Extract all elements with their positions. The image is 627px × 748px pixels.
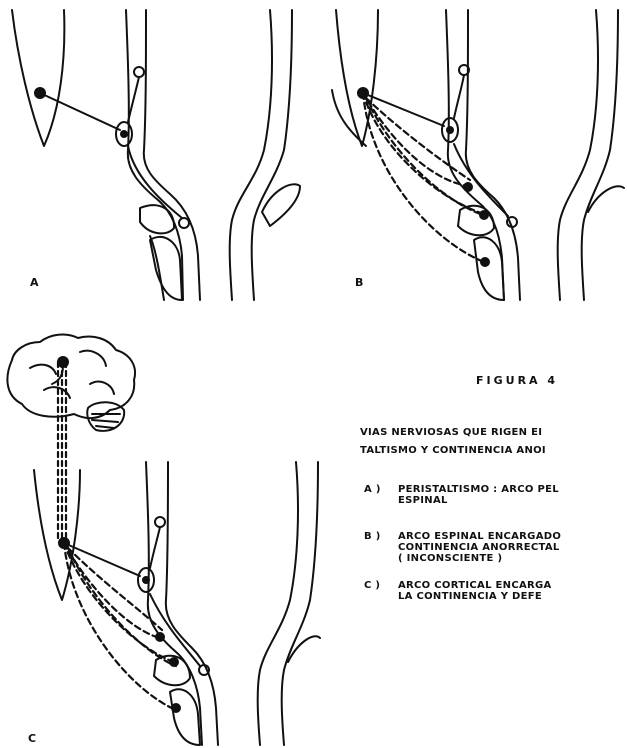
panel-a-rectum-inner-wall	[144, 10, 200, 300]
panel-c-right-wall	[258, 462, 298, 745]
caption-item-text: ( INCONSCIENTE )	[398, 553, 502, 564]
panel-a-label: A	[30, 276, 39, 289]
brain-outline	[7, 335, 135, 419]
panel-b-rectum-wall	[446, 10, 504, 300]
panel-a-sphincter	[140, 205, 174, 300]
panel-a-diagram	[12, 10, 300, 300]
figure-title: FIGURA 4	[476, 374, 558, 387]
panel-b-sphincter	[458, 206, 494, 236]
caption-item-c: C ) ARCO CORTICAL ENCARGA LA CONTINENCIA…	[364, 580, 552, 602]
caption-line-1: VIAS NERVIOSAS QUE RIGEN EI	[360, 427, 542, 438]
panel-a-neuron-upper	[134, 67, 144, 77]
caption-item-key: C )	[364, 580, 398, 602]
panel-a-spinal-cord	[12, 10, 64, 146]
panel-a-sphincter-lower	[150, 237, 182, 300]
panel-c-rectum-inner-wall	[166, 462, 218, 745]
caption-item-text: LA CONTINENCIA Y DEFE	[398, 591, 542, 602]
caption-item-text: ARCO ESPINAL ENCARGADO	[398, 531, 561, 542]
caption-item-key: B )	[364, 531, 398, 564]
panel-a-rectum-wall	[126, 10, 183, 300]
panel-a-right-sphincter	[262, 184, 300, 226]
cortical-neuron	[58, 357, 68, 367]
panel-c-label: C	[28, 732, 36, 745]
caption-item-key: A )	[364, 484, 398, 506]
caption-item-text: ESPINAL	[398, 495, 448, 506]
panel-c-nerve-fiber	[64, 543, 140, 576]
caption-line-2: TALTISMO Y CONTINENCIA ANOI	[360, 445, 546, 456]
panel-a-neuron-lower	[179, 218, 189, 228]
caption-item-b: B ) ARCO ESPINAL ENCARGADO CONTINENCIA A…	[364, 531, 561, 564]
panel-b-spinal-cord	[336, 10, 378, 146]
panel-b-right-wall	[558, 10, 598, 300]
caption-item-text: ARCO CORTICAL ENCARGA	[398, 580, 552, 591]
caption-item-a: A ) PERISTALTISMO : ARCO PEL ESPINAL	[364, 484, 559, 506]
panel-b-diagram	[332, 10, 624, 300]
caption-item-text: CONTINENCIA ANORRECTAL	[398, 542, 560, 553]
caption-item-text: PERISTALTISMO : ARCO PEL	[398, 484, 559, 495]
panel-c-diagram	[7, 335, 320, 745]
panel-b-label: B	[355, 276, 363, 289]
